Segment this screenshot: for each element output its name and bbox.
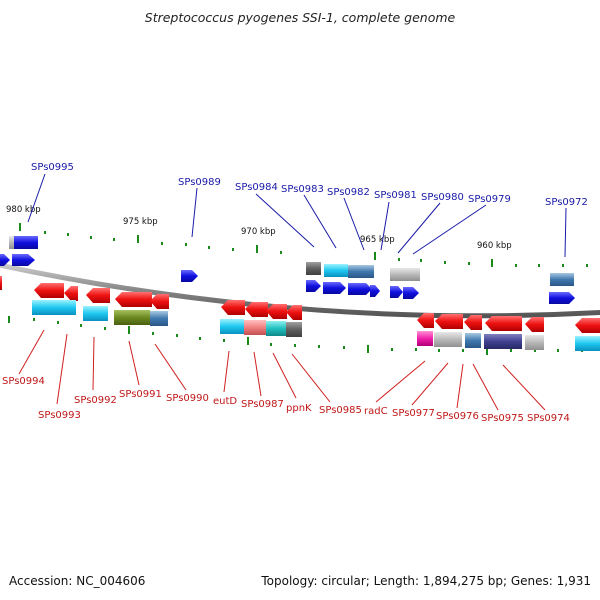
gene-arrow-reverse[interactable] [464, 315, 482, 330]
scale-label: 970 kbp [241, 227, 276, 237]
gene-arrow-forward[interactable] [12, 254, 35, 266]
cog-box [306, 262, 321, 275]
gene-arrow-reverse[interactable] [485, 316, 522, 331]
genome-title: Streptococcus pyogenes SSI-1, complete g… [144, 10, 456, 25]
gene-label[interactable]: SPs0983 [281, 184, 324, 195]
gene-arrow-forward[interactable] [323, 282, 346, 294]
accession-text: Accession: NC_004606 [9, 574, 146, 588]
gene-label[interactable]: SPs0987 [241, 399, 284, 410]
gene-arrow-reverse[interactable] [34, 283, 64, 298]
cog-box [390, 268, 420, 281]
gene-arrow-reverse[interactable] [64, 286, 78, 301]
gene-arrow-reverse[interactable] [115, 292, 152, 307]
gene-arrow-reverse[interactable] [150, 294, 169, 309]
cog-box [83, 306, 108, 321]
cog-box [525, 335, 544, 350]
gene-label[interactable]: SPs0977 [392, 408, 435, 419]
bottom-gene-labels: SPs0994 SPs0993 SPs0992 SPs0991 SPs0990 … [2, 376, 570, 424]
gene-label[interactable]: SPs0976 [436, 411, 479, 422]
gene-arrow-reverse[interactable] [0, 276, 2, 290]
gene-arrow-forward[interactable] [549, 292, 575, 304]
gene-label[interactable]: SPs0990 [166, 393, 209, 404]
gene-label[interactable]: SPs0980 [421, 192, 464, 203]
gene-arrow-reverse[interactable] [221, 300, 245, 315]
gene-arrow-reverse[interactable] [417, 313, 434, 328]
cog-box [32, 300, 76, 315]
gene-arrow-forward[interactable] [306, 280, 321, 292]
cog-box [9, 236, 14, 249]
gene-label[interactable]: eutD [213, 396, 237, 407]
cog-box [348, 265, 374, 278]
gene-label[interactable]: SPs0995 [31, 162, 74, 173]
cog-box [550, 273, 574, 286]
scale-label: 975 kbp [123, 217, 158, 227]
gene-label[interactable]: SPs0979 [468, 194, 511, 205]
scale-label: 965 kbp [360, 235, 395, 245]
cog-box [434, 332, 462, 347]
gene-arrow-reverse[interactable] [575, 318, 600, 333]
scale-label: 960 kbp [477, 241, 512, 251]
gene-label[interactable]: SPs0993 [38, 410, 81, 421]
gene-arrow-forward[interactable] [370, 285, 380, 297]
scale-ticks [19, 223, 588, 267]
gene-arrow-forward[interactable] [403, 287, 419, 299]
bottom-leader-lines [18, 329, 546, 411]
gene-label[interactable]: SPs0985 [319, 405, 362, 416]
gene-arrow-reverse[interactable] [266, 304, 287, 319]
gene-arrow-reverse[interactable] [435, 314, 463, 329]
reverse-cog-boxes [32, 300, 600, 351]
gene-label[interactable]: SPs0975 [481, 413, 524, 424]
gene-label[interactable]: SPs0994 [2, 376, 45, 387]
gene-label[interactable]: SPs0991 [119, 389, 162, 400]
gene-arrow-forward[interactable] [390, 286, 403, 298]
genome-stats-text: Topology: circular; Length: 1,894,275 bp… [261, 574, 591, 588]
gene-label[interactable]: SPs0989 [178, 177, 221, 188]
gene-label[interactable]: SPs0972 [545, 197, 588, 208]
cog-box [220, 319, 244, 334]
gene-label[interactable]: SPs0982 [327, 187, 370, 198]
gene-arrow-forward[interactable] [0, 254, 10, 266]
cog-box [417, 331, 433, 346]
cog-box [266, 321, 286, 336]
cog-box [286, 322, 302, 337]
forward-genes [0, 236, 575, 304]
gene-arrow-forward[interactable] [348, 283, 372, 295]
cog-box [575, 336, 600, 351]
cog-box [114, 310, 150, 325]
gene-arrow-reverse[interactable] [286, 305, 302, 320]
scale-labels: 980 kbp 975 kbp 970 kbp 965 kbp 960 kbp [6, 205, 512, 251]
gene-arrow-reverse[interactable] [245, 302, 268, 317]
cog-box [324, 264, 348, 277]
reverse-genes [0, 276, 600, 333]
cog-box [465, 333, 481, 348]
top-leader-lines [27, 173, 567, 258]
gene-arrow-forward[interactable] [14, 236, 38, 249]
gene-label[interactable]: SPs0974 [527, 413, 570, 424]
gene-label[interactable]: SPs0984 [235, 182, 278, 193]
gene-label[interactable]: SPs0992 [74, 395, 117, 406]
cog-box [484, 334, 522, 349]
forward-cog-boxes [9, 236, 574, 286]
gene-arrow-reverse[interactable] [86, 288, 110, 303]
gene-label[interactable]: ppnK [286, 403, 312, 414]
gene-label[interactable]: SPs0981 [374, 190, 417, 201]
gene-arrow-forward[interactable] [181, 270, 198, 282]
scale-label: 980 kbp [6, 205, 41, 215]
cog-box [244, 320, 266, 335]
cog-box [150, 311, 168, 326]
gene-label[interactable]: radC [364, 406, 388, 417]
gene-arrow-reverse[interactable] [525, 317, 544, 332]
top-gene-labels: SPs0995 SPs0989 SPs0984 SPs0983 SPs0982 … [31, 162, 588, 208]
